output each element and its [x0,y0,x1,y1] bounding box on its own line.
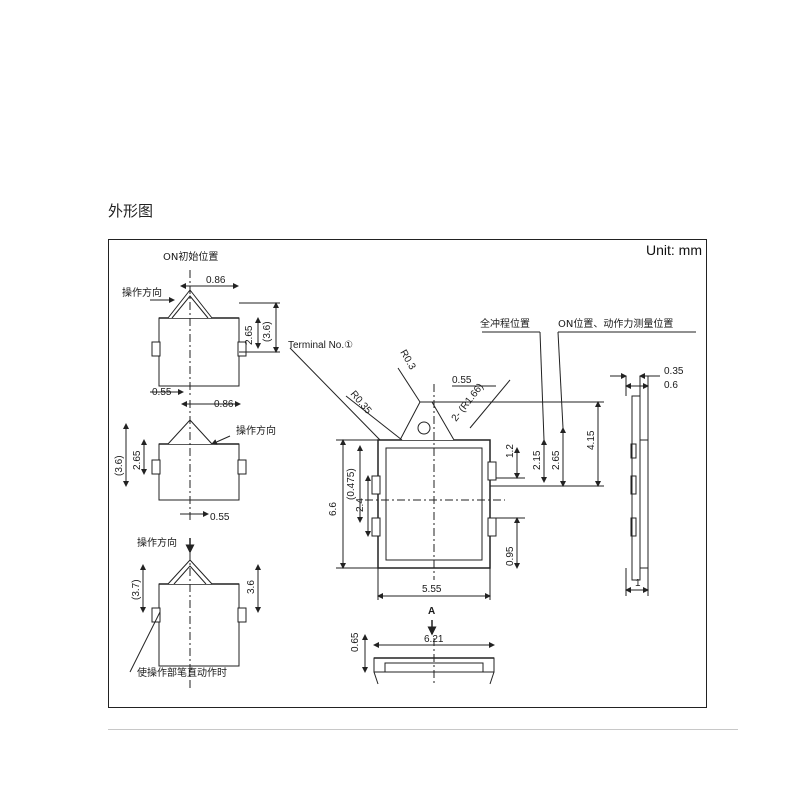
dim-621: 6.21 [424,634,444,645]
label-on-initial: ON初始位置 [163,250,218,263]
outline-drawing-frame: Unit: mm [108,239,707,708]
dim-065: 0.65 [350,632,361,652]
dim-055-top: 0.55 [152,387,172,398]
dim-555: 5.55 [422,584,442,595]
label-op-dir-1: 操作方向 [122,286,162,299]
dim-086-mid: 0.86 [214,399,234,410]
footer-divider [108,729,738,730]
dim-36-mid: (3.6) [114,455,125,476]
label-terminal-no: Terminal No.① [288,340,353,351]
view-a [362,634,495,685]
side-view [610,373,660,596]
dim-06-side: 0.6 [664,380,678,391]
main-top-view [289,331,696,636]
dim-0475: (0.475) [346,468,357,500]
dim-36-bot: 3.6 [246,580,257,594]
unit-label: Unit: mm [646,242,702,258]
label-full-stroke: 全冲程位置 [480,317,530,330]
dim-086-top: 0.86 [206,275,226,286]
dim-12: 1.2 [505,444,516,458]
dim-37-bot: (3.7) [131,579,142,600]
dim-415: 4.15 [586,430,597,450]
left-bottom-view [129,538,261,690]
dim-1-side: 1 [635,578,641,589]
label-on-position: ON位置、动作力测量位置 [558,317,673,330]
dim-055-main: 0.55 [452,375,472,386]
label-op-dir-3: 操作方向 [137,536,177,549]
view-a-label: A [428,606,435,617]
dim-265-main: 2.65 [551,450,562,470]
dim-055-mid: 0.55 [210,512,230,523]
dim-035-side: 0.35 [664,366,684,377]
label-vertical-op: 使操作部笔直动作时 [137,666,227,679]
left-top-view [150,270,280,395]
dim-r03: R0.3 [397,348,417,372]
label-op-dir-2: 操作方向 [236,424,276,437]
dim-265-top: 2.65 [244,325,255,345]
dim-24: 2.4 [355,498,366,512]
dim-265-mid: 2.65 [132,450,143,470]
dim-r166: 2- (R1.66) [450,382,486,424]
dim-36-top: (3.6) [262,321,273,342]
left-middle-view [123,400,247,520]
dim-095: 0.95 [505,546,516,566]
dim-66: 6.6 [328,502,339,516]
section-title: 外形图 [108,202,154,220]
dim-215: 2.15 [532,450,543,470]
dim-r035: R0.35 [348,389,374,417]
